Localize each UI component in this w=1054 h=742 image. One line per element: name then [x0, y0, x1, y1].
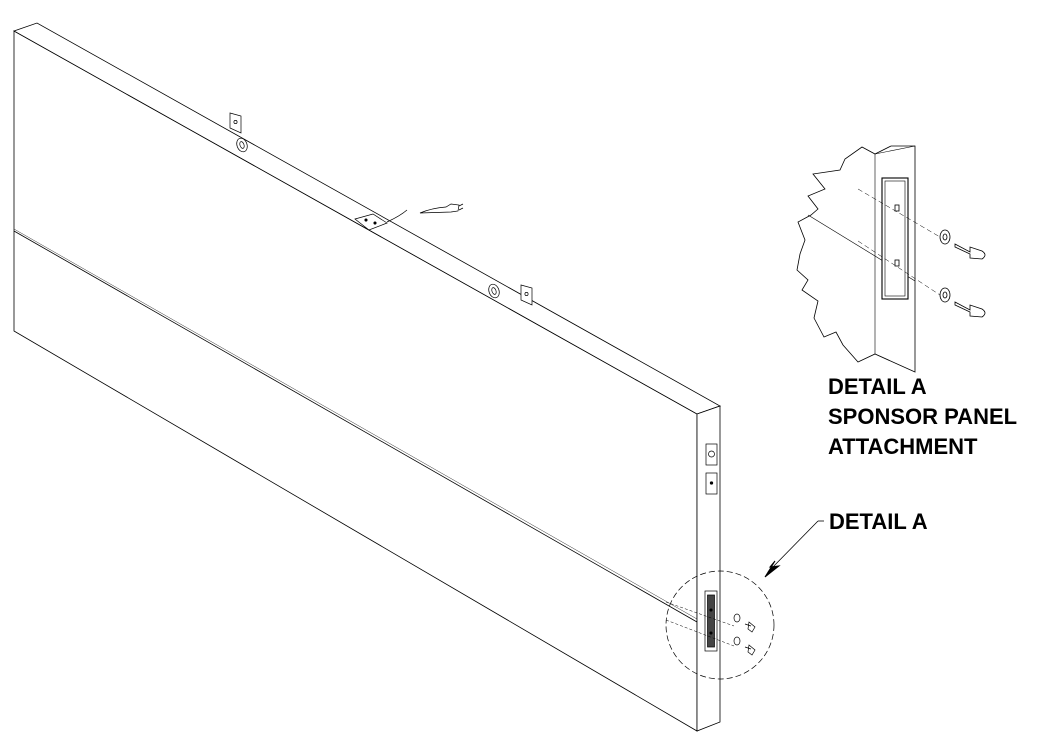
detail-bolt-icon	[954, 243, 986, 260]
panel-seam-line	[13, 230, 698, 623]
washer-icon-2	[733, 636, 741, 646]
panel-seam-line-upper	[13, 228, 698, 620]
leader-arrowhead	[764, 560, 781, 578]
detail-callout-label: DETAIL A	[829, 509, 928, 534]
bolt-icon-2	[744, 644, 756, 656]
detail-leader	[764, 520, 824, 578]
panel-front-face	[13, 30, 698, 732]
end-face-hardware	[665, 443, 775, 680]
power-cord-icon	[386, 209, 408, 223]
power-plug-icon	[419, 203, 460, 214]
washer-icon	[733, 613, 741, 623]
detail-seam-line	[807, 214, 876, 257]
detail-title: DETAIL A	[828, 374, 927, 399]
detail-subtitle-line1: SPONSOR PANEL	[828, 404, 1018, 429]
detail-a-view	[796, 145, 986, 373]
detail-subtitle-line2: ATTACHMENT	[828, 434, 978, 459]
detail-bolt-icon-2	[954, 301, 986, 318]
bolt-icon	[744, 621, 756, 633]
junction-plate-icon	[354, 213, 388, 231]
top-hardware	[229, 112, 533, 306]
detail-callout-circle	[665, 570, 775, 680]
sponsor-panel	[13, 22, 721, 732]
